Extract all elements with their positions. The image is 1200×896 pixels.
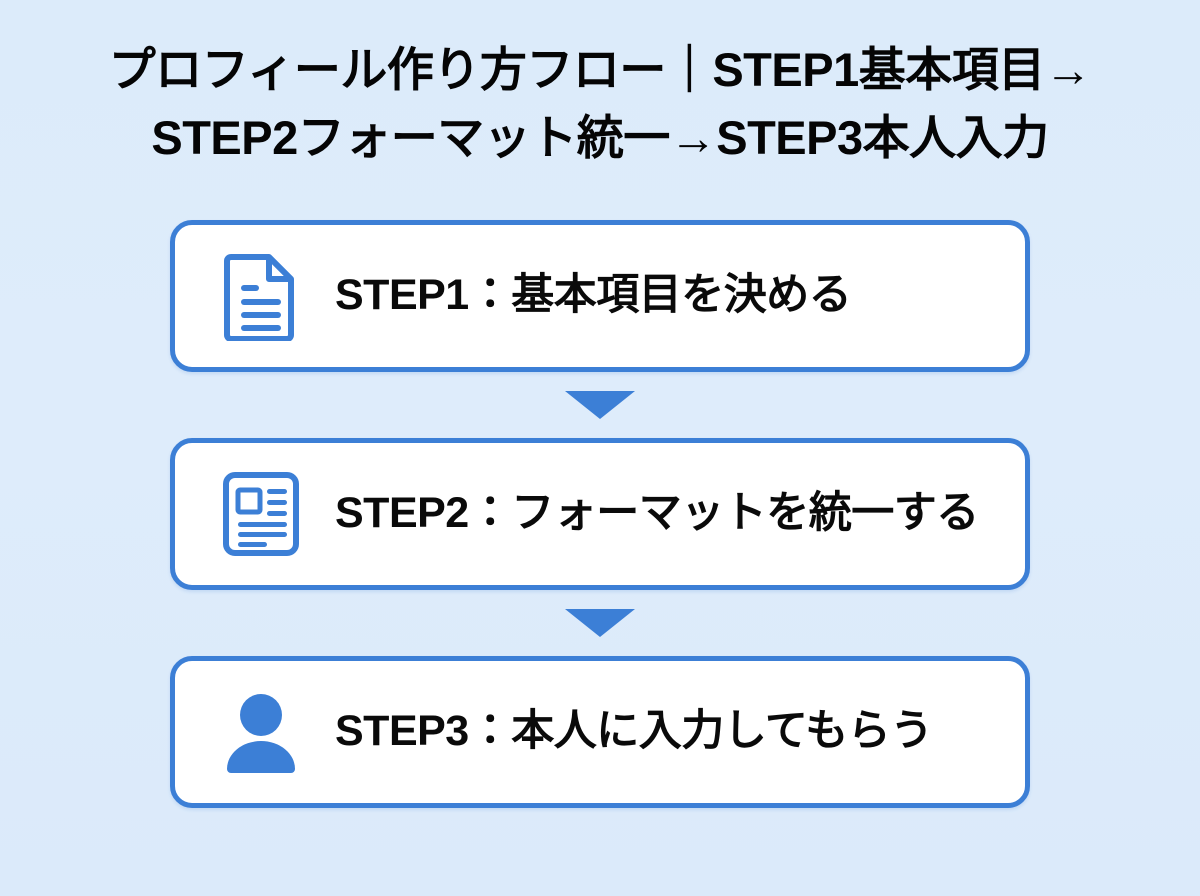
step-flow: STEP1：基本項目を決める STEP2：フォーマットを統一する bbox=[170, 220, 1030, 808]
person-icon bbox=[219, 686, 303, 778]
page-title-line-2: STEP2フォーマット統一→STEP3本人入力 bbox=[151, 111, 1049, 164]
page-title: プロフィール作り方フロー｜STEP1基本項目→ STEP2フォーマット統一→ST… bbox=[0, 36, 1200, 172]
arrow-down-icon bbox=[565, 391, 635, 419]
connector-1 bbox=[170, 372, 1030, 438]
connector-2 bbox=[170, 590, 1030, 656]
id-card-document-icon bbox=[219, 468, 303, 560]
step-label-1: STEP1：基本項目を決める bbox=[335, 271, 852, 320]
document-icon bbox=[219, 250, 303, 342]
step-label-2: STEP2：フォーマットを統一する bbox=[335, 489, 979, 538]
arrow-down-icon bbox=[565, 609, 635, 637]
page-title-line-1: プロフィール作り方フロー｜STEP1基本項目→ bbox=[108, 43, 1092, 96]
step-card-2: STEP2：フォーマットを統一する bbox=[170, 438, 1030, 590]
step-card-1: STEP1：基本項目を決める bbox=[170, 220, 1030, 372]
step-label-3: STEP3：本人に入力してもらう bbox=[335, 707, 933, 756]
step-card-3: STEP3：本人に入力してもらう bbox=[170, 656, 1030, 808]
